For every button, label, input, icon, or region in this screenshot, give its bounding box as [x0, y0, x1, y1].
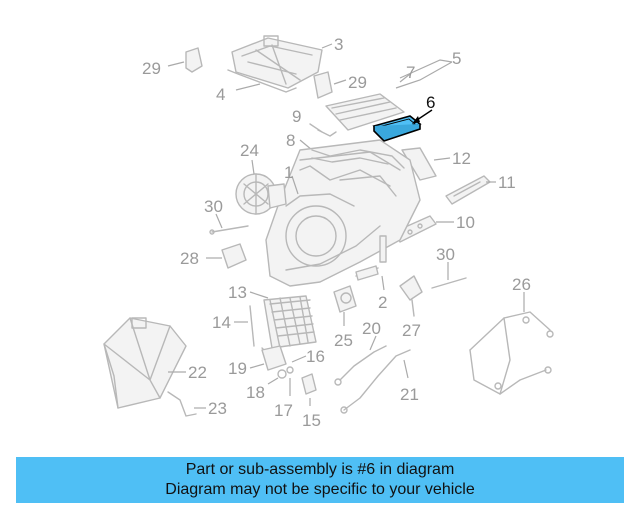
banner-line-2: Diagram may not be specific to your vehi… — [165, 481, 475, 498]
label-9: 9 — [292, 107, 301, 126]
part-26-wiring-harness — [469, 311, 554, 395]
parts-diagram: 3 4 29 29 5 7 6 9 8 12 — [103, 35, 554, 430]
banner-line-1: Part or sub-assembly is #6 in diagram — [185, 461, 455, 478]
part-24-blower-motor — [235, 173, 287, 215]
part-23-bracket — [167, 391, 197, 417]
part-15-sensor — [301, 373, 317, 395]
label-19: 19 — [228, 359, 247, 378]
part-12-seal — [401, 147, 437, 181]
part-29-bracket-left — [185, 47, 203, 73]
label-18: 18 — [246, 383, 265, 402]
label-23: 23 — [208, 399, 227, 418]
label-1: 1 — [284, 163, 293, 182]
part-25-motor — [333, 285, 357, 313]
label-13: 13 — [228, 283, 247, 302]
label-25: 25 — [334, 331, 353, 350]
part-2-sensor — [355, 235, 387, 281]
part-9-clip — [309, 123, 337, 137]
label-15: 15 — [302, 411, 321, 430]
part-20-21-hoses — [334, 345, 411, 414]
label-30-right: 30 — [436, 245, 455, 264]
part-11-duct — [445, 175, 491, 205]
label-26: 26 — [512, 275, 531, 294]
label-3: 3 — [334, 35, 343, 54]
part-30-rod-right — [431, 277, 467, 289]
label-4: 4 — [216, 85, 225, 104]
part-28-actuator — [221, 243, 247, 269]
label-7: 7 — [406, 63, 415, 82]
label-20: 20 — [362, 319, 381, 338]
part-3-upper-cover — [227, 35, 323, 93]
label-8: 8 — [286, 131, 295, 150]
label-2: 2 — [378, 293, 387, 312]
part-22-lower-housing — [103, 317, 187, 409]
evaporator-core — [325, 93, 405, 131]
label-24: 24 — [240, 141, 259, 160]
label-27: 27 — [402, 321, 421, 340]
part-19-16-valve-assembly — [261, 345, 294, 379]
label-5: 5 — [452, 49, 461, 68]
label-14: 14 — [212, 313, 231, 332]
part-27-valve — [399, 275, 423, 317]
label-21: 21 — [400, 385, 419, 404]
label-10: 10 — [456, 213, 475, 232]
label-22: 22 — [188, 363, 207, 382]
part-1-heater-housing — [265, 139, 421, 287]
part-14-seal-strip — [249, 305, 255, 347]
label-30-left: 30 — [204, 197, 223, 216]
label-6: 6 — [426, 93, 435, 112]
part-29-bracket-right — [313, 71, 333, 99]
label-29-left: 29 — [142, 59, 161, 78]
label-12: 12 — [452, 149, 471, 168]
info-banner: Part or sub-assembly is #6 in diagram Di… — [16, 457, 624, 503]
label-17: 17 — [274, 401, 293, 420]
label-29-right: 29 — [348, 73, 367, 92]
part-30-rod-left — [209, 225, 249, 235]
part-6-cabin-air-filter[interactable] — [372, 115, 422, 142]
label-11: 11 — [498, 173, 516, 192]
label-16: 16 — [306, 347, 325, 366]
label-28: 28 — [180, 249, 199, 268]
